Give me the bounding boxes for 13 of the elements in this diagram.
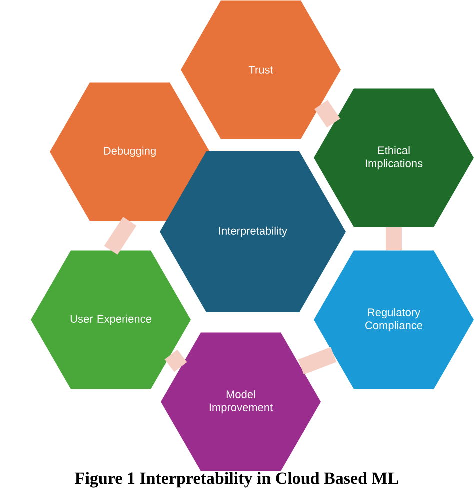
caption: Figure 1 Interpretability in Cloud Based ML [75,472,398,488]
hexagon-node: Model Improvement [161,332,321,472]
hexagon-node: Interpretability [160,151,346,313]
hexagon-node: Trust [181,0,341,140]
connector-band [314,100,340,128]
hexagon-node: Ethical Implications [314,88,474,228]
hexagon-node: Debugging [50,82,210,222]
connector-band [104,217,137,255]
connector-band [164,350,188,372]
hexagon-node: Regulatory Compliance [314,250,474,390]
hexagon-node: User Experience [31,250,191,390]
connector-band [386,228,402,250]
connector-band [298,347,337,375]
